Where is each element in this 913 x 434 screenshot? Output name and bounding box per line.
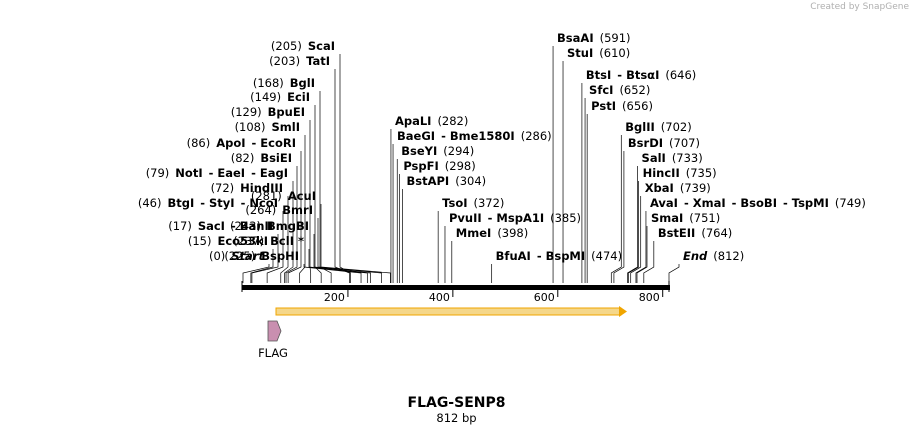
cut-site-line — [610, 135, 622, 283]
cut-site-label[interactable]: End(812) — [683, 249, 744, 263]
cut-site-label[interactable]: (149)EciI — [250, 90, 310, 104]
cut-site-line — [287, 151, 302, 283]
orf-arrow[interactable] — [275, 306, 627, 317]
cut-site-line — [628, 181, 639, 283]
snapgene-credit: Created by SnapGene — [810, 2, 909, 12]
cut-site-label[interactable]: (46)BtgI- StyI- NcoI — [138, 196, 278, 210]
cut-site-label[interactable]: TsoI(372) — [442, 196, 504, 210]
cut-site-line — [643, 241, 655, 283]
cut-site-label[interactable]: (168)BglI — [253, 76, 315, 90]
cut-site-label[interactable]: (203)TatI — [269, 54, 330, 68]
cut-site-label[interactable]: BtsI- BtsαI(646) — [586, 68, 696, 82]
cut-site-label[interactable]: SalI(733) — [642, 151, 703, 165]
cut-site-label[interactable]: (237)BclI * — [233, 234, 304, 248]
cut-site-label[interactable]: PvuII- MspA1I(385) — [449, 211, 581, 225]
cut-site-label[interactable]: (108)SmlI — [235, 120, 300, 134]
cut-site-label[interactable]: (243)BmgBI — [230, 219, 309, 233]
cut-site-line — [668, 264, 680, 283]
cut-site-label[interactable]: AvaI- XmaI- BsoBI- TspMI(749) — [650, 196, 866, 210]
cut-site-line — [284, 181, 294, 283]
flag-feature-arrow[interactable] — [267, 320, 282, 342]
cut-site-line — [251, 234, 279, 283]
cut-site-label[interactable]: BstAPI(304) — [406, 174, 486, 188]
construct-title: FLAG-SENP8 — [407, 395, 506, 411]
cut-site-label[interactable]: (225)BspHI — [224, 249, 299, 263]
cut-site-label[interactable]: MmeI(398) — [456, 226, 528, 240]
cut-site-label[interactable]: SmaI(751) — [651, 211, 720, 225]
flag-feature-label: FLAG — [258, 346, 288, 360]
cut-site-line — [613, 151, 625, 283]
cut-site-line — [319, 91, 332, 283]
cut-site-line — [636, 226, 648, 283]
cut-site-line — [630, 196, 642, 283]
cut-site-label[interactable]: (86)ApoI- EcoRI — [187, 136, 296, 150]
cut-site-label[interactable]: (129)BpuEI — [231, 105, 305, 119]
cut-site-line — [280, 196, 289, 283]
cut-site-line — [299, 135, 306, 283]
ruler-ticks: 200 400 600 800 — [241, 281, 670, 304]
cut-site-label[interactable]: (79)NotI- EaeI- EagI — [146, 166, 288, 180]
cut-site-label[interactable]: (0)Start — [209, 249, 265, 263]
cut-site-label[interactable]: (82)BsiEI — [231, 151, 292, 165]
cut-site-line — [334, 69, 350, 283]
cut-site-label[interactable]: (264)BmrI — [245, 203, 313, 217]
cut-site-line — [242, 264, 270, 283]
cut-site-label[interactable]: BsaAI(591) — [557, 31, 631, 45]
cut-site-line — [627, 166, 638, 283]
cut-site-label[interactable]: (281)AcuI — [251, 189, 316, 203]
cut-site-label[interactable]: (72)HindIII — [211, 181, 283, 195]
cut-site-line — [317, 218, 382, 283]
cut-site-label[interactable]: BaeGI- Bme1580I(286) — [397, 129, 552, 143]
cut-site-line — [313, 234, 371, 283]
ruler-tick-label: 200 — [324, 291, 345, 304]
cut-site-label[interactable]: BstEII(764) — [658, 226, 732, 240]
cut-site-label[interactable]: BglII(702) — [625, 120, 691, 134]
cut-site-line — [266, 211, 284, 283]
cut-site-label[interactable]: PspFI(298) — [403, 159, 475, 173]
cut-site-label[interactable]: (15)Eco53kI — [188, 234, 268, 248]
ruler-tick-label: 600 — [534, 291, 555, 304]
cut-site-label[interactable]: ApaLI(282) — [395, 114, 468, 128]
cut-site-line — [250, 249, 274, 283]
cut-site-line — [285, 166, 298, 283]
construct-length: 812 bp — [436, 411, 477, 425]
cut-site-line — [303, 264, 362, 283]
cut-site-label[interactable]: BseYI(294) — [401, 144, 474, 158]
cut-site-line — [320, 204, 391, 283]
cut-site-label[interactable]: BfuAI- BspMI(474) — [496, 249, 622, 263]
cut-site-line — [309, 120, 312, 283]
cut-site-label[interactable]: HincII(735) — [643, 166, 717, 180]
backbone-line — [242, 285, 670, 290]
ruler-tick-label: 400 — [429, 291, 450, 304]
cut-site-label[interactable]: XbaI(739) — [645, 181, 711, 195]
ruler-tick-label: 800 — [639, 291, 660, 304]
cut-site-line — [314, 105, 322, 283]
cut-site-label[interactable]: BsrDI(707) — [628, 136, 700, 150]
cut-site-line — [635, 211, 647, 283]
cut-site-line — [339, 54, 351, 283]
cut-site-label[interactable]: SfcI(652) — [589, 83, 650, 97]
cut-site-label[interactable]: (205)ScaI — [271, 39, 335, 53]
cut-site-label[interactable]: StuI(610) — [567, 46, 630, 60]
cut-site-label[interactable]: PstI(656) — [591, 99, 653, 113]
cut-site-labels: (0)Start(15)Eco53kI(17)SacI- BanII (46)Bt… — [138, 31, 866, 263]
cut-site-lines — [242, 46, 680, 283]
cut-site-line — [308, 249, 368, 283]
cut-site-label[interactable]: (17)SacI- BanII — [168, 219, 273, 233]
